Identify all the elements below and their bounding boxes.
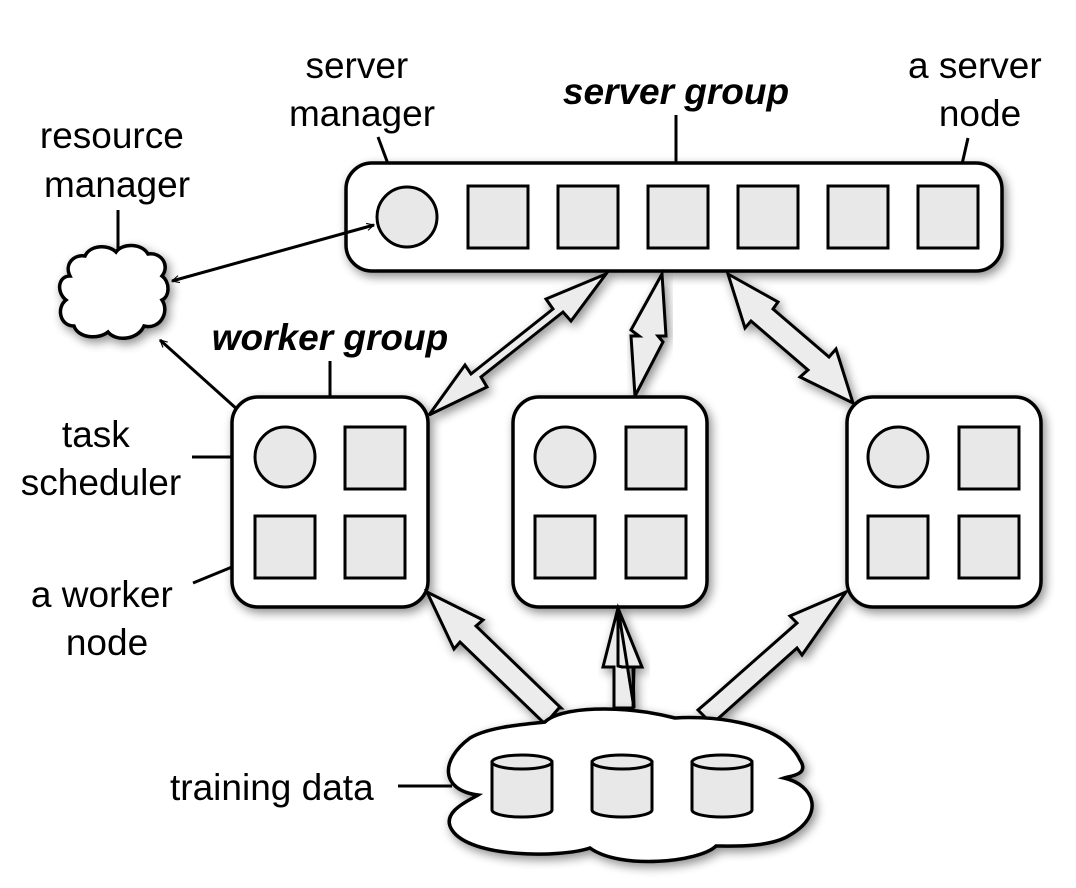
worker-node[interactable] — [253, 514, 317, 580]
server-node[interactable] — [466, 184, 530, 250]
worker-node[interactable] — [624, 514, 688, 580]
task-scheduler-node[interactable] — [533, 425, 597, 489]
resource-to-server-manager-arrow — [172, 225, 374, 281]
server-worker-middle-push-pull-arrow — [629, 268, 668, 402]
worker-group-1 — [230, 395, 430, 609]
worker-node[interactable] — [957, 514, 1021, 580]
data-to-worker-middle-arrow — [601, 603, 645, 710]
worker-node[interactable] — [343, 514, 407, 580]
server-manager-label: server manager — [289, 45, 435, 134]
server-group — [344, 161, 1004, 273]
worker-group-3 — [845, 395, 1043, 609]
training-data-label: training data — [170, 767, 374, 808]
storage-disk[interactable] — [590, 753, 654, 819]
resource-manager-label: resource manager — [40, 115, 194, 205]
storage-disk[interactable] — [490, 753, 554, 819]
worker-node[interactable] — [866, 514, 930, 580]
server-node[interactable] — [916, 184, 980, 250]
server-worker-left-push-pull-arrow — [427, 270, 611, 417]
worker-group-2 — [511, 395, 709, 609]
task-scheduler-label: task scheduler — [21, 414, 181, 503]
storage-disk[interactable] — [690, 753, 754, 819]
worker-node-label: a worker node — [31, 574, 183, 663]
worker-node[interactable] — [624, 425, 688, 491]
worker-node[interactable] — [957, 425, 1021, 491]
server-group-title: server group — [563, 71, 789, 112]
server-node[interactable] — [556, 184, 620, 250]
worker-group-title: worker group — [212, 317, 448, 358]
worker-node[interactable] — [343, 425, 407, 491]
server-manager-node[interactable] — [375, 185, 439, 249]
resource-manager-cloud[interactable] — [57, 243, 170, 340]
data-to-worker-left-arrow — [423, 588, 565, 727]
server-node[interactable] — [736, 184, 800, 250]
task-scheduler-node[interactable] — [253, 425, 317, 489]
server-node-label: a server node — [908, 45, 1052, 134]
server-node[interactable] — [646, 184, 710, 250]
server-worker-right-push-pull-arrow — [725, 270, 856, 406]
data-to-worker-right-arrow — [695, 588, 851, 727]
task-scheduler-node[interactable] — [866, 425, 930, 489]
server-node[interactable] — [826, 184, 890, 250]
worker-node[interactable] — [533, 514, 597, 580]
